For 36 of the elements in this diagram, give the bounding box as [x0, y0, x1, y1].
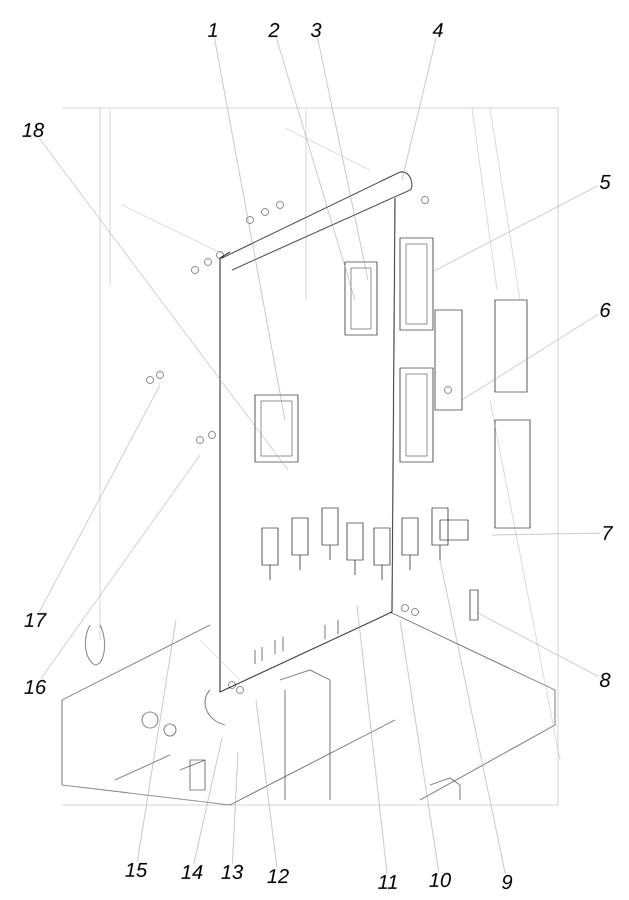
callout-number: 14: [181, 865, 202, 879]
leader-line: [256, 700, 278, 868]
leader-line: [40, 454, 200, 679]
leader-line: [402, 38, 436, 180]
leader-line: [356, 604, 388, 874]
leader-line: [317, 38, 368, 280]
callout-number: 1: [208, 23, 217, 37]
callout-number: 12: [267, 869, 289, 883]
leader-line: [38, 138, 288, 470]
callout-number: 18: [22, 122, 44, 138]
callout-number: 9: [502, 874, 512, 890]
callout-number: 3: [310, 22, 322, 38]
callout-number: 15: [125, 863, 148, 877]
leader-line: [39, 384, 160, 612]
leader-line: [276, 38, 356, 300]
leader-line: [462, 314, 598, 400]
callout-number: 17: [24, 613, 47, 627]
leader-line: [232, 752, 238, 864]
leader-line: [400, 620, 439, 872]
callout-number: 10: [429, 872, 451, 888]
leader-line: [492, 532, 600, 536]
callout-number: 13: [221, 864, 243, 880]
callout-number: 2: [268, 23, 280, 37]
callout-number: 4: [432, 23, 443, 37]
callout-number: 16: [24, 680, 46, 694]
callout-number: 8: [600, 672, 610, 688]
leader-line: [214, 38, 286, 420]
callout-number: 11: [378, 875, 397, 889]
callout-number: 6: [600, 302, 611, 318]
leader-line: [194, 738, 222, 864]
leader-line: [440, 560, 506, 874]
leader-line: [476, 612, 598, 677]
leader-line: [432, 185, 598, 272]
callout-number: 7: [604, 526, 614, 540]
callout-number: 5: [600, 175, 611, 189]
leader-line: [137, 620, 176, 862]
